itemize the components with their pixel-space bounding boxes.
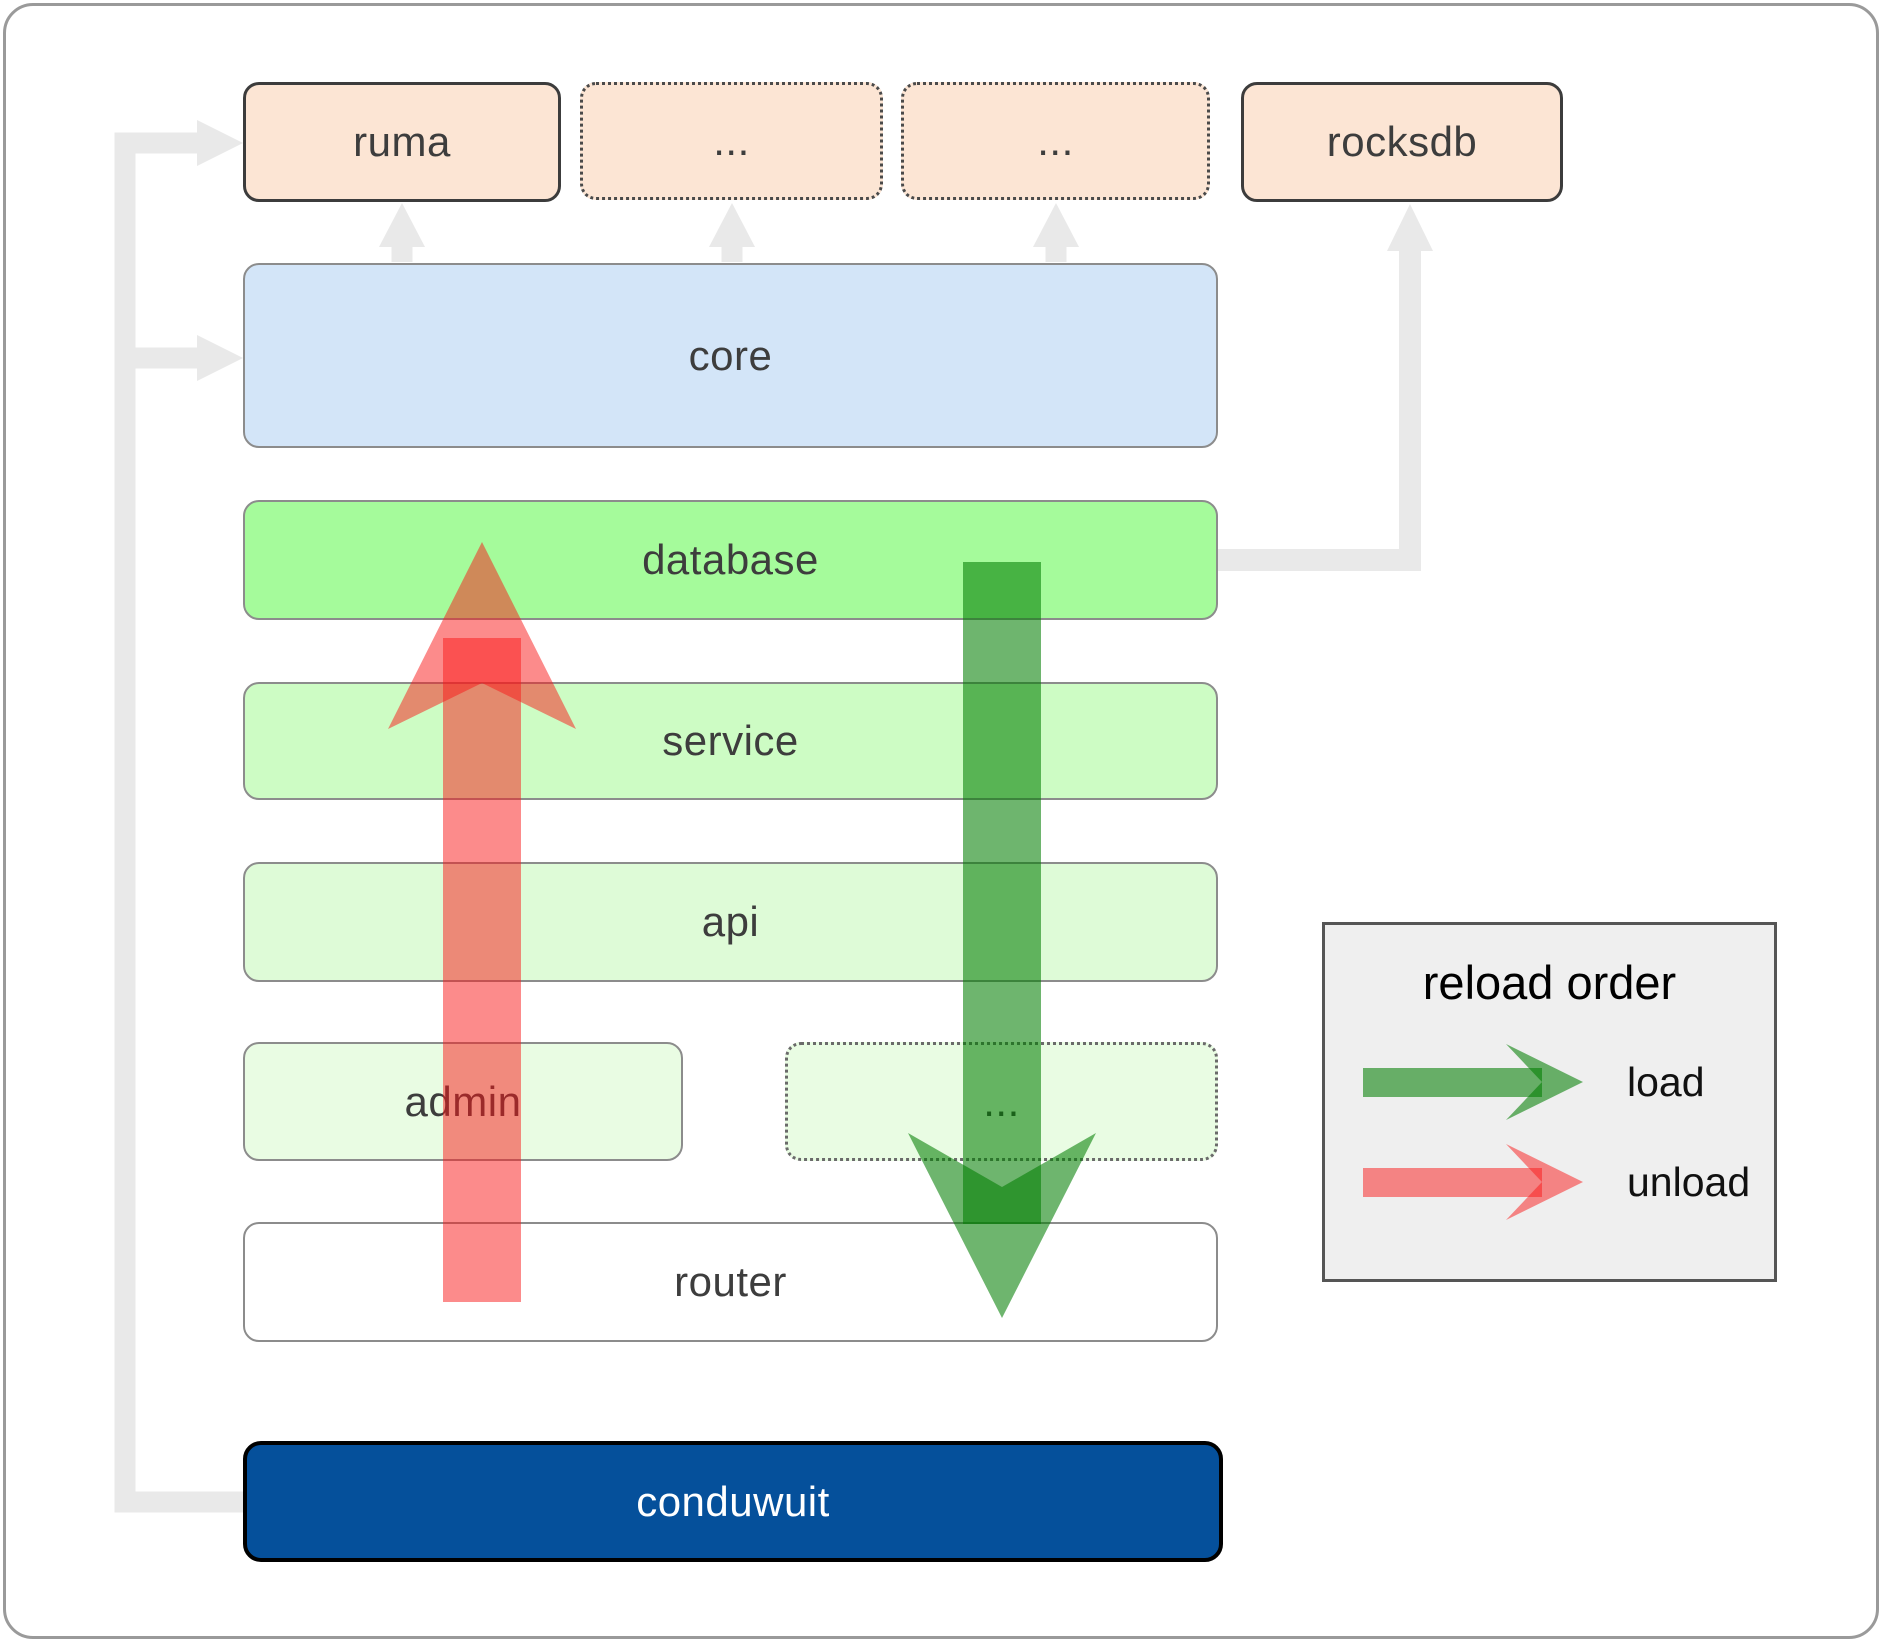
node-ellipsis-2-label: ... bbox=[1037, 117, 1074, 164]
node-ellipsis-2: ... bbox=[901, 82, 1210, 200]
node-service: service bbox=[243, 682, 1218, 800]
node-admin: admin bbox=[243, 1042, 683, 1161]
node-api: api bbox=[243, 862, 1218, 982]
outer-frame bbox=[3, 3, 1879, 1639]
node-rocksdb: rocksdb bbox=[1241, 82, 1563, 202]
node-conduwuit: conduwuit bbox=[243, 1441, 1223, 1562]
node-database: database bbox=[243, 500, 1218, 620]
node-ellipsis-1: ... bbox=[580, 82, 883, 200]
node-router-label: router bbox=[674, 1258, 787, 1305]
legend-unload-label: unload bbox=[1627, 1158, 1751, 1205]
node-rocksdb-label: rocksdb bbox=[1326, 118, 1478, 165]
node-ellipsis-3: ... bbox=[785, 1042, 1218, 1161]
node-service-label: service bbox=[662, 717, 799, 764]
node-ellipsis-1-label: ... bbox=[713, 117, 750, 164]
node-database-label: database bbox=[642, 536, 819, 583]
node-admin-label: admin bbox=[404, 1077, 522, 1125]
node-conduwuit-label: conduwuit bbox=[636, 1477, 830, 1525]
node-router: router bbox=[243, 1222, 1218, 1342]
node-ellipsis-3-label: ... bbox=[983, 1077, 1020, 1125]
node-ruma-label: ruma bbox=[353, 118, 451, 165]
node-core-label: core bbox=[688, 331, 773, 379]
legend-title: reload order bbox=[1422, 956, 1677, 1009]
node-ruma: ruma bbox=[243, 82, 561, 202]
node-core: core bbox=[243, 263, 1218, 448]
node-api-label: api bbox=[701, 898, 760, 945]
legend-load-label: load bbox=[1627, 1058, 1705, 1105]
